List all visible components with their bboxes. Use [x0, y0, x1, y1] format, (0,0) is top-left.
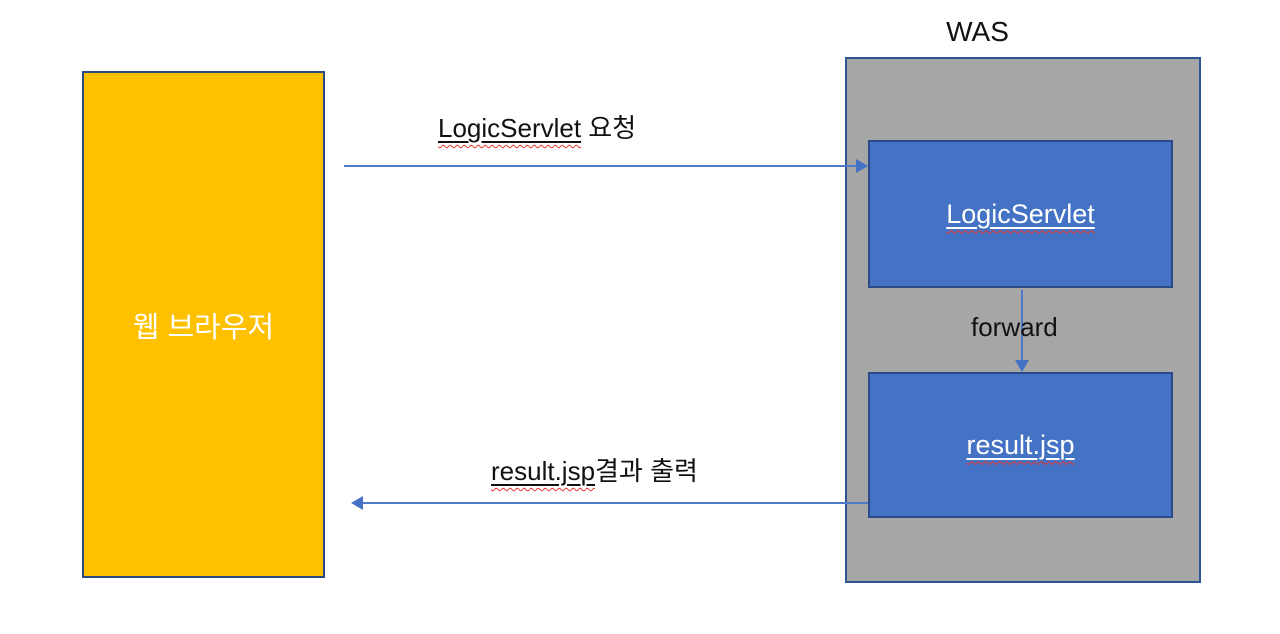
resultjsp-label: result.jsp — [966, 429, 1075, 460]
request-arrow-line — [344, 165, 857, 167]
response-label-code-underline: result.jsp — [491, 456, 595, 486]
forward-arrow-line — [1021, 290, 1023, 362]
request-label-rest: 요청 — [581, 113, 637, 143]
request-label-code: LogicServlet — [438, 113, 582, 143]
was-title: WAS — [946, 16, 1009, 47]
request-arrowhead-icon — [856, 159, 868, 173]
resultjsp-box: result.jsp — [868, 372, 1173, 518]
forward-arrowhead-icon — [1015, 360, 1029, 372]
response-label-rest: 결과 출력 — [595, 456, 698, 486]
response-arrow-line — [363, 502, 868, 504]
web-browser-label: 웹 브라우저 — [132, 311, 275, 344]
response-arrowhead-icon — [351, 496, 363, 510]
request-arrow-label: LogicServlet 요청 — [438, 108, 636, 145]
forward-arrow-label: forward — [971, 312, 1058, 342]
logicservlet-box: LogicServlet — [868, 140, 1173, 288]
web-browser-box: 웹 브라우저 — [82, 71, 325, 578]
resultjsp-label-underline: result.jsp — [966, 430, 1074, 461]
response-label-code: result.jsp — [491, 456, 596, 486]
response-arrow-label: result.jsp결과 출력 — [491, 451, 698, 488]
logicservlet-label: LogicServlet — [946, 198, 1095, 229]
request-label-code-underline: LogicServlet — [438, 113, 581, 143]
logicservlet-label-underline: LogicServlet — [946, 199, 1095, 230]
